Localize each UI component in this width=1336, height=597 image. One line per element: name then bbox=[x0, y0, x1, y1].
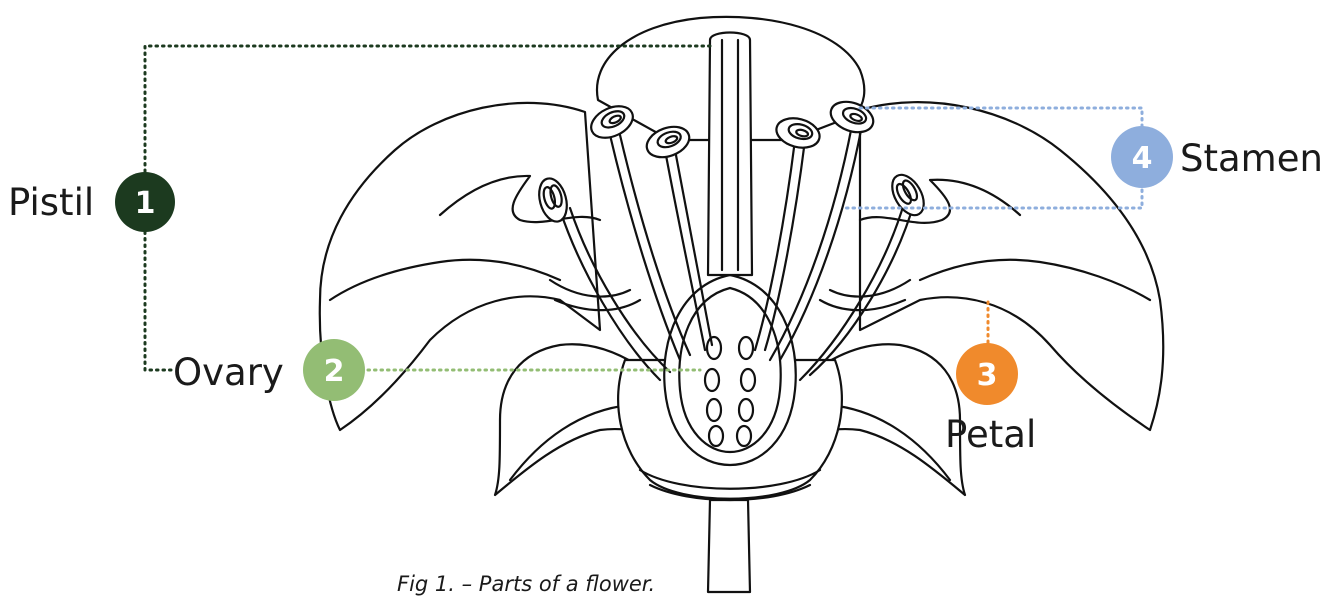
pistil-label: Pistil bbox=[8, 181, 94, 224]
figure-caption: Fig 1. – Parts of a flower. bbox=[397, 572, 655, 596]
label-pistil: Pistil 1 bbox=[8, 172, 175, 232]
petal-number: 3 bbox=[977, 358, 998, 393]
stamen-number: 4 bbox=[1132, 141, 1153, 176]
label-stamen: 4 Stamen bbox=[1111, 126, 1323, 188]
pistil-number: 1 bbox=[135, 186, 156, 221]
label-ovary: Ovary 2 bbox=[173, 339, 365, 401]
flower-illustration bbox=[320, 17, 1163, 592]
petal-label: Petal bbox=[945, 413, 1036, 456]
ovary-label: Ovary bbox=[173, 351, 284, 394]
style-illustration bbox=[708, 33, 752, 276]
ovary-number: 2 bbox=[324, 354, 345, 389]
stamen-label: Stamen bbox=[1180, 137, 1323, 180]
